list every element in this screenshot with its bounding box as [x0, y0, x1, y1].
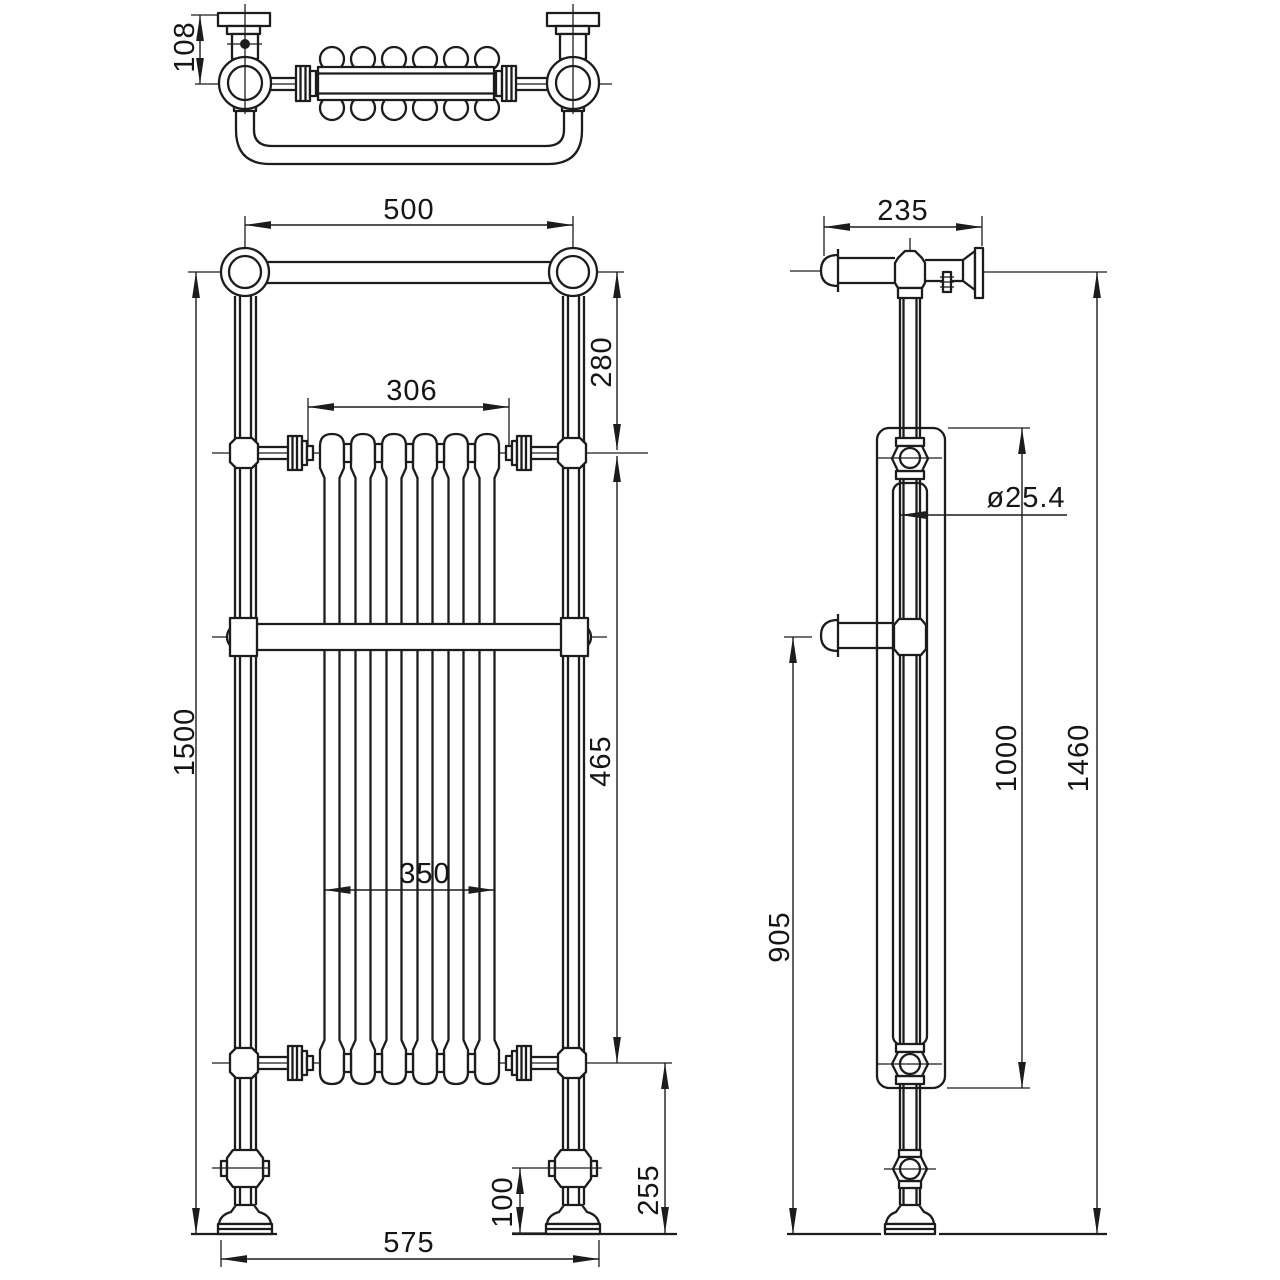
foot-right: [544, 1203, 602, 1236]
dim-1000-label: 1000: [991, 724, 1023, 793]
dim-306: 306: [307, 375, 510, 447]
dim-350: 350: [324, 858, 495, 894]
top-connection-fittings: [228, 434, 588, 472]
dim-255-label: 255: [633, 1164, 665, 1215]
dim-255: 255: [633, 1063, 669, 1233]
dim-575: 575: [220, 1227, 600, 1267]
side-foot: [883, 1203, 937, 1236]
dim-1500: 1500: [169, 272, 201, 1234]
dim-465-label: 465: [585, 735, 617, 786]
dim-235-label: 235: [877, 195, 928, 227]
front-view: 500 280 306 1500 465 350 100: [169, 194, 677, 1267]
wall-bracket-plan-left: [216, 11, 272, 61]
dim-100: 100: [487, 1168, 545, 1234]
radiator-sections: [318, 432, 501, 1086]
dim-100-label: 100: [487, 1176, 519, 1227]
fixing-point-dot: [240, 39, 250, 49]
dim-1460: 1460: [983, 271, 1107, 1234]
dim-280-label: 280: [586, 336, 618, 387]
section-nipples: [342, 442, 477, 1074]
side-wall-bracket: [925, 246, 985, 300]
middle-towel-rail: [225, 616, 593, 658]
bottom-connection-fittings: [228, 1044, 588, 1082]
foot-left: [216, 1203, 274, 1236]
dim-905-label: 905: [764, 911, 796, 962]
dim-235: 235: [823, 195, 983, 256]
side-radiator-profile: [875, 426, 947, 1090]
dim-1460-label: 1460: [1063, 724, 1095, 793]
top-view: 108: [169, 4, 612, 166]
side-wall-stay: [884, 1148, 936, 1190]
dim-108: 108: [169, 14, 217, 84]
towel-hoop-plan: [232, 99, 586, 166]
dim-1000: 1000: [947, 427, 1030, 1089]
side-view: 235 ø25.4 1000 905 1460: [764, 195, 1107, 1236]
dim-905: 905: [764, 636, 812, 1234]
radiator-core-plan: [271, 45, 547, 122]
dim-350-label: 350: [399, 858, 450, 890]
dim-25-4-label: ø25.4: [986, 482, 1065, 514]
dim-1500-label: 1500: [169, 708, 201, 777]
dim-500-label: 500: [383, 194, 434, 226]
side-top-rail: [819, 249, 927, 300]
top-rail: [245, 260, 573, 285]
dim-575-label: 575: [383, 1227, 434, 1259]
dim-108-label: 108: [169, 21, 201, 72]
dim-500: 500: [244, 194, 574, 247]
dim-280: 280: [586, 272, 621, 450]
side-towel-bar: [819, 614, 928, 657]
dim-465: 465: [585, 456, 621, 1063]
dim-306-label: 306: [386, 375, 437, 407]
